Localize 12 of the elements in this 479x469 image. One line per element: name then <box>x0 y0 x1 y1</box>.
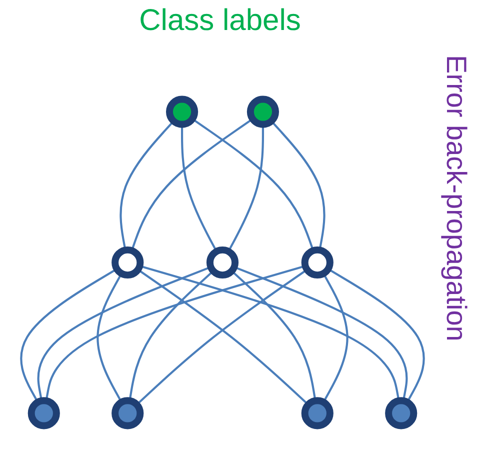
side-label: Error back-propagation <box>440 55 472 342</box>
node-circle <box>246 96 280 128</box>
node-circle <box>301 246 334 279</box>
node-circle <box>385 397 418 430</box>
connector <box>192 118 314 251</box>
node-circle <box>28 397 60 430</box>
node-circle <box>166 96 198 128</box>
node-circle <box>206 246 239 279</box>
node-circle <box>301 397 334 430</box>
node-circle <box>112 397 144 430</box>
diagram-title: Class labels <box>138 4 302 38</box>
node-circle <box>112 246 144 279</box>
